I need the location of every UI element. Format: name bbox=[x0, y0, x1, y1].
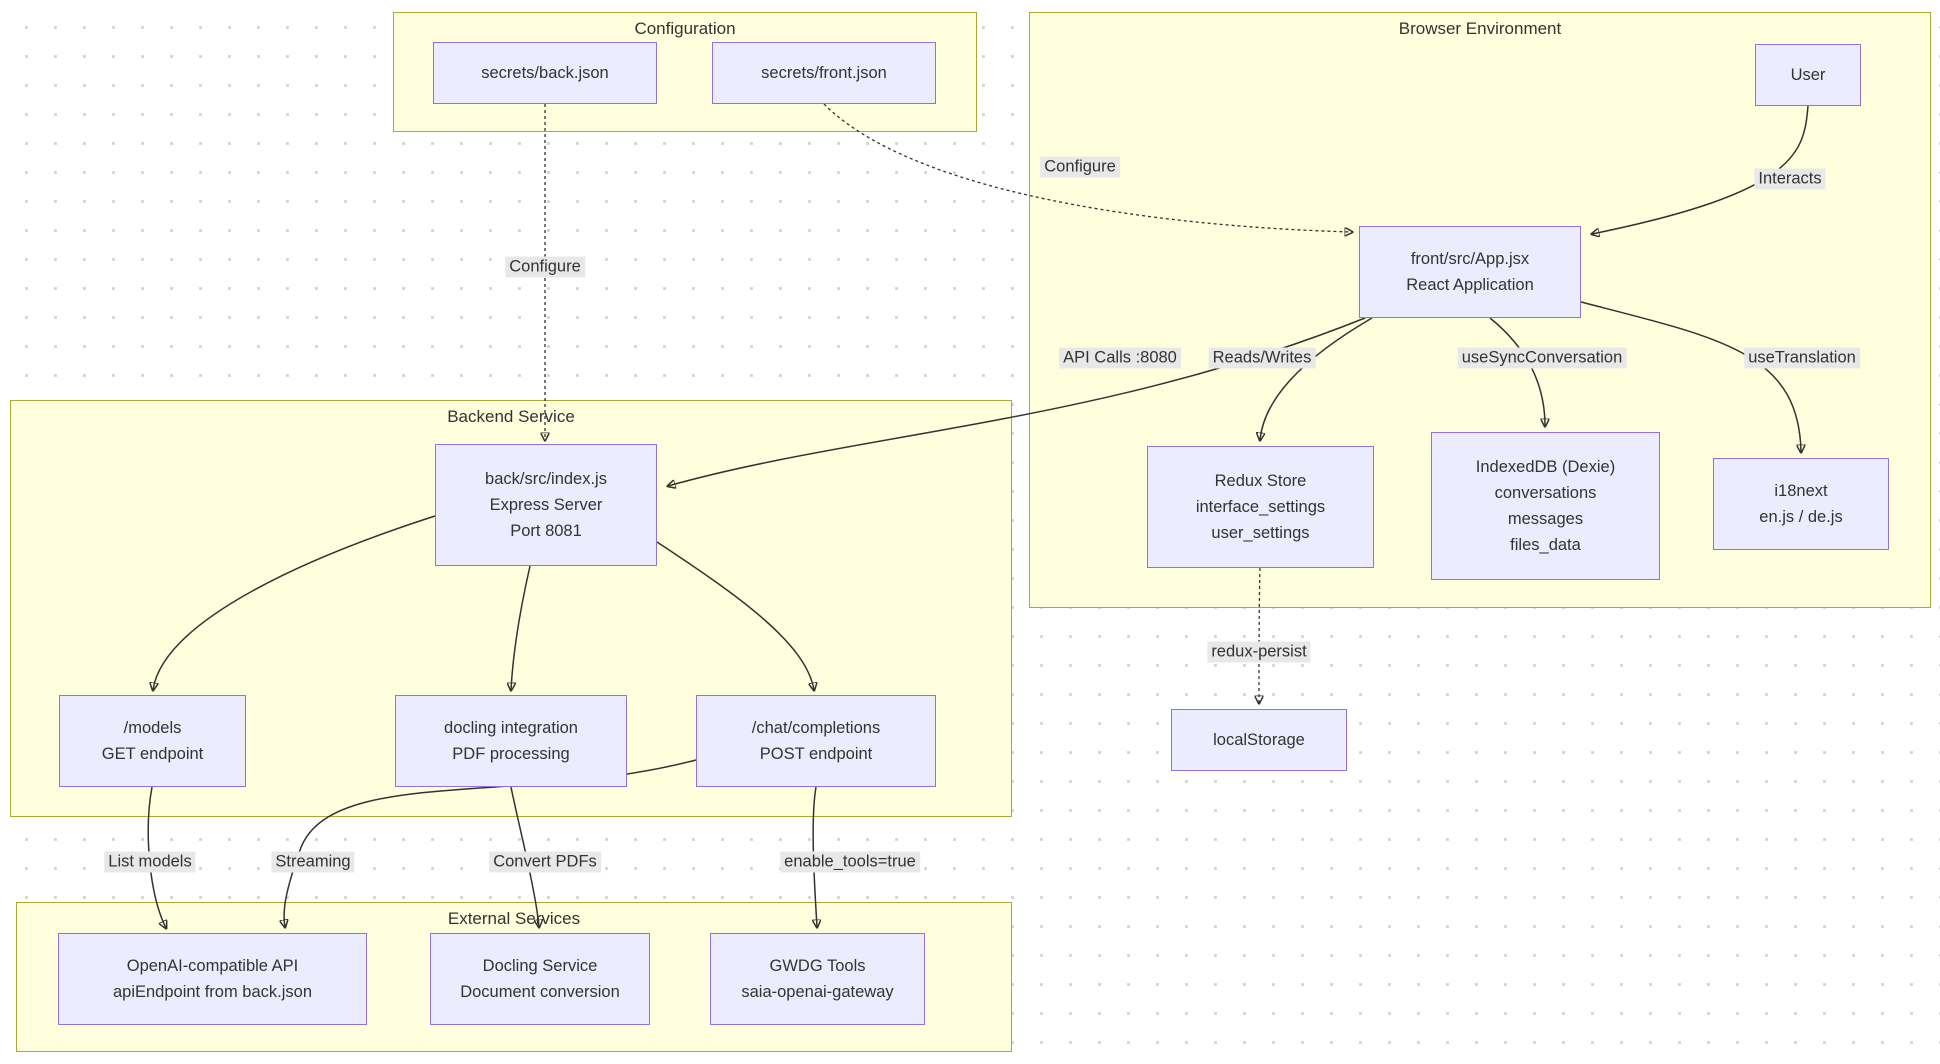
node-secrets-back-json: secrets/back.json bbox=[433, 42, 657, 104]
node-line: secrets/front.json bbox=[761, 64, 887, 82]
node-line: OpenAI-compatible API bbox=[126, 957, 299, 975]
node-secrets-front-json: secrets/front.json bbox=[712, 42, 936, 104]
edge-label-configure-back: Configure bbox=[505, 256, 585, 278]
edge-label-interacts: Interacts bbox=[1754, 168, 1826, 190]
node-line: Document conversion bbox=[460, 983, 620, 1001]
node-line: en.js / de.js bbox=[1759, 508, 1843, 526]
cluster-title-external-services: External Services bbox=[447, 909, 581, 928]
edge-label-convert-pdfs: Convert PDFs bbox=[489, 851, 601, 873]
node-models-endpoint: /models GET endpoint bbox=[59, 695, 246, 787]
node-line: interface_settings bbox=[1195, 498, 1326, 516]
node-express-server: back/src/index.js Express Server Port 80… bbox=[435, 444, 657, 566]
node-indexeddb: IndexedDB (Dexie) conversations messages… bbox=[1431, 432, 1660, 580]
edge-redux-to-localstorage bbox=[1259, 567, 1260, 703]
node-i18next: i18next en.js / de.js bbox=[1713, 458, 1889, 550]
node-line: Docling Service bbox=[482, 957, 598, 975]
edge-app-to-i18next bbox=[1580, 301, 1801, 452]
node-line: files_data bbox=[1510, 536, 1581, 554]
node-gwdg-tools: GWDG Tools saia-openai-gateway bbox=[710, 933, 925, 1025]
node-line: Express Server bbox=[489, 496, 603, 514]
node-line: POST endpoint bbox=[759, 745, 873, 763]
node-line: /models bbox=[123, 719, 182, 737]
node-line: React Application bbox=[1406, 276, 1534, 294]
node-line: GET endpoint bbox=[101, 745, 204, 763]
node-line: localStorage bbox=[1213, 731, 1305, 749]
node-line: User bbox=[1790, 66, 1826, 84]
node-line: user_settings bbox=[1211, 524, 1310, 542]
node-line: PDF processing bbox=[452, 745, 570, 763]
node-line: secrets/back.json bbox=[481, 64, 609, 82]
node-docling-integration: docling integration PDF processing bbox=[395, 695, 627, 787]
edge-server-to-models bbox=[153, 515, 436, 690]
cluster-title-configuration: Configuration bbox=[634, 19, 736, 38]
edge-label-use-sync-conversation: useSyncConversation bbox=[1457, 347, 1627, 369]
edge-server-to-chat bbox=[656, 541, 814, 690]
node-user: User bbox=[1755, 44, 1861, 106]
edge-label-redux-persist: redux-persist bbox=[1207, 641, 1311, 663]
node-line: docling integration bbox=[444, 719, 578, 737]
edge-app-to-redux bbox=[1260, 317, 1373, 440]
node-line: saia-openai-gateway bbox=[741, 983, 894, 1001]
node-line: conversations bbox=[1494, 484, 1597, 502]
node-app-jsx: front/src/App.jsx React Application bbox=[1359, 226, 1581, 318]
edge-server-to-docling bbox=[511, 565, 531, 690]
node-line: Redux Store bbox=[1214, 472, 1307, 490]
edge-app-to-indexeddb bbox=[1489, 317, 1545, 426]
cluster-title-backend-service: Backend Service bbox=[447, 407, 575, 426]
node-line: i18next bbox=[1774, 482, 1828, 500]
edge-label-api-calls: API Calls :8080 bbox=[1059, 347, 1181, 369]
node-line: apiEndpoint from back.json bbox=[112, 983, 313, 1001]
node-line: front/src/App.jsx bbox=[1410, 250, 1530, 268]
node-docling-service: Docling Service Document conversion bbox=[430, 933, 650, 1025]
edge-label-list-models: List models bbox=[104, 851, 196, 873]
node-line: back/src/index.js bbox=[485, 470, 607, 488]
edge-label-reads-writes: Reads/Writes bbox=[1208, 347, 1316, 369]
cluster-title-browser-environment: Browser Environment bbox=[1398, 19, 1562, 38]
node-line: Port 8081 bbox=[510, 522, 582, 540]
edge-label-enable-tools: enable_tools=true bbox=[780, 851, 920, 873]
node-line: GWDG Tools bbox=[769, 957, 866, 975]
edge-label-streaming: Streaming bbox=[271, 851, 355, 873]
node-line: /chat/completions bbox=[751, 719, 881, 737]
node-chat-completions-endpoint: /chat/completions POST endpoint bbox=[696, 695, 936, 787]
node-localstorage: localStorage bbox=[1171, 709, 1347, 771]
edge-label-use-translation: useTranslation bbox=[1744, 347, 1860, 369]
node-line: messages bbox=[1507, 510, 1584, 528]
node-openai-compatible-api: OpenAI-compatible API apiEndpoint from b… bbox=[58, 933, 367, 1025]
node-line: IndexedDB (Dexie) bbox=[1475, 458, 1616, 476]
edge-frontjson-to-app bbox=[823, 103, 1352, 232]
node-redux-store: Redux Store interface_settings user_sett… bbox=[1147, 446, 1374, 568]
edge-label-configure-front: Configure bbox=[1040, 156, 1120, 178]
